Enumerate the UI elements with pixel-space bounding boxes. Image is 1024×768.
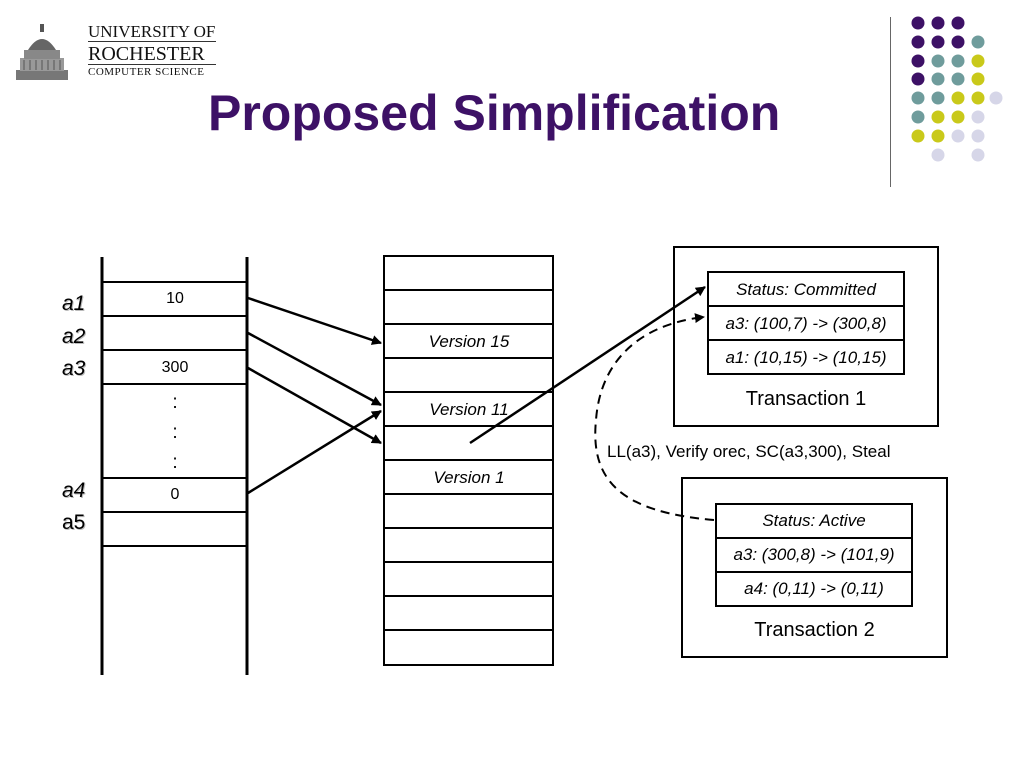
transaction2-entry-a3: a3: (300,8) -> (101,9)	[733, 545, 895, 564]
logo-rule	[88, 41, 216, 42]
transaction2-entry-a4: a4: (0,11) -> (0,11)	[744, 579, 884, 598]
transaction1-entry-a1: a1: (10,15) -> (10,15)	[725, 348, 887, 367]
memory-column	[100, 257, 249, 675]
address-label-a4: a4	[62, 479, 86, 502]
mapping-arrows	[247, 285, 706, 495]
transaction2-status: Status: Active	[762, 511, 866, 530]
university-logo: UNIVERSITY OF ROCHESTER COMPUTER SCIENCE	[14, 20, 219, 84]
memory-cell-a1-value: 10	[166, 290, 184, 307]
transaction1-entry-a3: a3: (100,7) -> (300,8)	[725, 314, 887, 333]
logo-line2: ROCHESTER	[88, 43, 205, 65]
ellipsis-dot: :	[172, 392, 178, 413]
ellipsis-dot: :	[172, 422, 178, 443]
transaction2-caption: Transaction 2	[754, 619, 875, 641]
logo-line3: COMPUTER SCIENCE	[88, 66, 205, 78]
slide-title: Proposed Simplification	[208, 85, 781, 141]
transaction1-status: Status: Committed	[736, 280, 876, 299]
logo-rule	[88, 64, 216, 65]
address-label-a2: a2	[62, 325, 86, 348]
decorative-dots	[911, 16, 1003, 162]
memory-cell-a4-value: 0	[170, 486, 180, 503]
address-label-a3: a3	[62, 357, 86, 380]
title-divider	[890, 17, 891, 187]
version-column	[383, 255, 554, 666]
version-15-label: Version 15	[428, 332, 510, 351]
transaction1-caption: Transaction 1	[745, 388, 867, 410]
version-11-label: Version 11	[429, 400, 509, 419]
building-icon	[16, 24, 68, 80]
version-1-label: Version 1	[433, 468, 505, 487]
memory-cell-a3-value: 300	[161, 359, 189, 376]
steal-operation-label: LL(a3), Verify orec, SC(a3,300), Steal	[607, 442, 891, 461]
address-label-a5: a5	[62, 511, 86, 534]
transaction2-box	[681, 477, 948, 658]
address-label-a1: a1	[62, 292, 86, 315]
logo-line1: UNIVERSITY OF	[88, 22, 216, 41]
ellipsis-dot: :	[172, 452, 178, 473]
transaction1-box	[673, 246, 939, 427]
